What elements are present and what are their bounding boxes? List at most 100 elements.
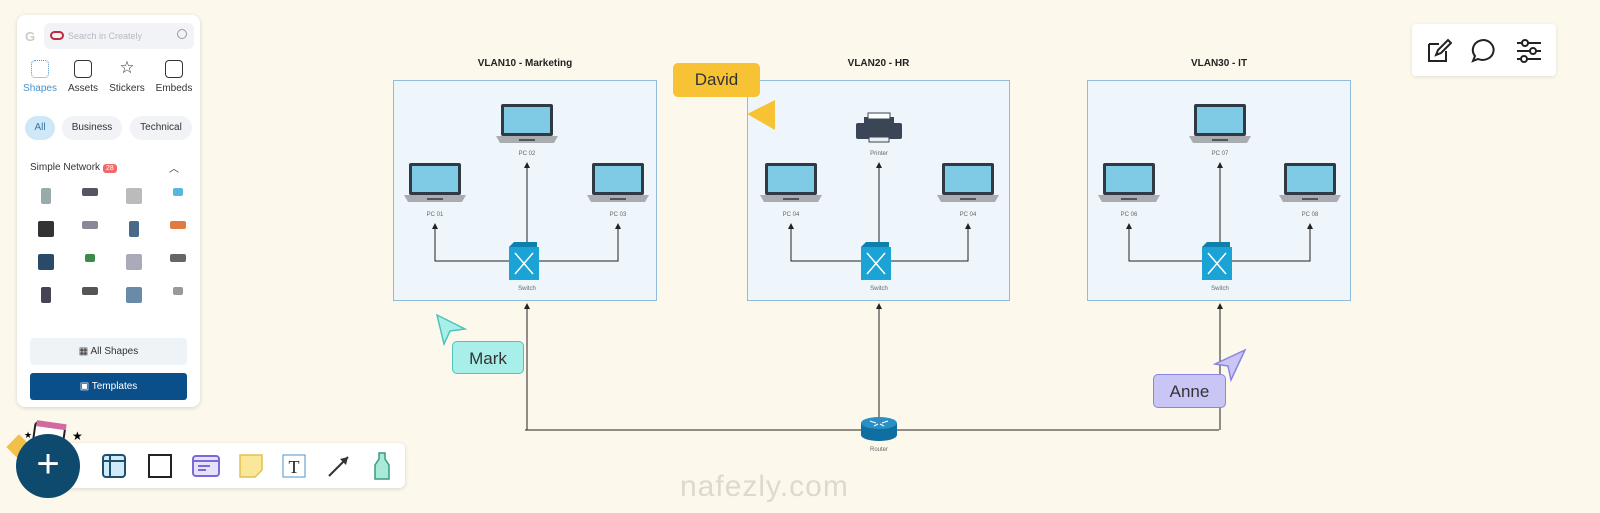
search-input[interactable]: Search in Creately — [44, 23, 194, 49]
vlan-title: VLAN10 - Marketing — [477, 58, 573, 69]
image-icon — [74, 60, 92, 78]
highlighter-icon[interactable] — [371, 451, 393, 481]
google-icon: G — [25, 29, 36, 44]
device-label: Switch — [1211, 286, 1229, 292]
connector-line[interactable] — [1232, 223, 1313, 262]
tab-assets[interactable]: Assets — [63, 60, 103, 94]
router-icon[interactable] — [861, 417, 897, 441]
network-shape-icon[interactable] — [123, 188, 145, 206]
network-shape-icon[interactable] — [123, 287, 145, 305]
network-shape-icon[interactable] — [79, 287, 101, 305]
device-label: PC 04 — [783, 212, 800, 218]
code-icon — [165, 60, 183, 78]
rectangle-icon[interactable] — [147, 453, 173, 479]
section-title: Simple Network — [30, 162, 101, 173]
right-toolbar — [1412, 24, 1556, 76]
cursor-arrow-icon — [1213, 348, 1247, 382]
laptop-icon[interactable] — [496, 104, 558, 143]
cursor-arrow-icon — [747, 100, 775, 130]
shapes-panel: G Search in Creately Shapes Assets ☆ Stic… — [17, 15, 200, 407]
settings-sliders-icon[interactable] — [1516, 38, 1542, 64]
network-shape-icon[interactable] — [35, 221, 57, 239]
connector-arrow-icon[interactable] — [326, 453, 352, 479]
network-shape-icon[interactable] — [167, 287, 189, 305]
device-label: PC 02 — [519, 151, 536, 157]
network-shape-icon[interactable] — [123, 254, 145, 272]
tab-label: Embeds — [155, 83, 193, 94]
tab-label: Assets — [67, 83, 98, 94]
tab-embeds[interactable]: Embeds — [154, 60, 194, 94]
cursor-label-anne: Anne — [1153, 374, 1226, 408]
all-shapes-button[interactable]: ▦ All Shapes — [30, 338, 187, 365]
network-shape-icon[interactable] — [35, 254, 57, 272]
laptop-icon[interactable] — [1279, 163, 1341, 202]
text-icon[interactable]: T — [280, 452, 308, 480]
filter-all[interactable]: All — [25, 116, 55, 140]
device-label: PC 08 — [1302, 212, 1319, 218]
filter-technical[interactable]: Technical — [130, 116, 192, 140]
laptop-icon[interactable] — [937, 163, 999, 202]
switch-icon[interactable] — [509, 242, 539, 280]
tab-stickers[interactable]: ☆ Stickers — [107, 58, 147, 94]
device-label: PC 01 — [427, 212, 444, 218]
template-icon: ▣ — [79, 381, 92, 392]
all-shapes-label: All Shapes — [90, 346, 139, 357]
network-shape-icon[interactable] — [79, 188, 101, 206]
watermark: nafezly.com — [680, 470, 849, 503]
connector-line[interactable] — [788, 223, 861, 262]
svg-text:★: ★ — [24, 430, 32, 440]
device-label: Switch — [870, 286, 888, 292]
laptop-icon[interactable] — [587, 163, 649, 202]
tab-label: Shapes — [23, 83, 57, 94]
connector-line[interactable] — [891, 223, 971, 262]
search-icon[interactable] — [177, 29, 187, 39]
star-icon: ☆ — [119, 58, 135, 77]
connector-line[interactable] — [1126, 223, 1202, 262]
laptop-icon[interactable] — [404, 163, 466, 202]
device-label: Printer — [870, 151, 888, 157]
creately-logo-icon — [50, 31, 64, 40]
sticky-note-icon[interactable] — [238, 453, 264, 479]
laptop-icon[interactable] — [760, 163, 822, 202]
cursor-arrow-icon — [435, 313, 468, 346]
grid-icon: ▦ — [78, 346, 91, 357]
tab-label: Stickers — [109, 83, 145, 94]
network-shape-icon[interactable] — [167, 188, 189, 206]
card-icon[interactable] — [192, 453, 220, 479]
bottom-toolbar: T — [60, 443, 405, 488]
add-button[interactable]: + — [16, 434, 80, 498]
templates-button[interactable]: ▣ Templates — [30, 373, 187, 400]
switch-icon[interactable] — [861, 242, 891, 280]
laptop-icon[interactable] — [1189, 104, 1251, 143]
network-shape-icon[interactable] — [123, 221, 145, 239]
switch-icon[interactable] — [1202, 242, 1232, 280]
frame-icon[interactable] — [101, 453, 127, 479]
network-shape-icon[interactable] — [35, 287, 57, 305]
search-placeholder: Search in Creately — [68, 31, 143, 41]
chevron-up-icon[interactable]: ︿ — [169, 164, 179, 175]
filter-business[interactable]: Business — [62, 116, 122, 140]
network-shape-icon[interactable] — [35, 188, 57, 206]
network-shape-icon[interactable] — [167, 254, 189, 272]
device-label: Router — [870, 447, 888, 453]
printer-icon[interactable] — [856, 112, 902, 143]
svg-text:★: ★ — [72, 429, 83, 443]
vlan-title: VLAN20 - HR — [847, 58, 910, 69]
connector-line[interactable] — [432, 223, 509, 262]
templates-label: Templates — [91, 381, 138, 392]
count-badge: 28 — [103, 164, 117, 173]
device-label: PC 03 — [610, 212, 627, 218]
comment-icon[interactable] — [1471, 38, 1497, 64]
device-label: PC 04 — [960, 212, 977, 218]
edit-icon[interactable] — [1426, 38, 1452, 64]
device-label: PC 07 — [1212, 151, 1229, 157]
connector-line[interactable] — [539, 223, 621, 262]
device-label: PC 06 — [1121, 212, 1138, 218]
laptop-icon[interactable] — [1098, 163, 1160, 202]
network-shape-icon[interactable] — [79, 221, 101, 239]
network-shape-icon[interactable] — [167, 221, 189, 239]
device-label: Switch — [518, 286, 536, 292]
tab-shapes[interactable]: Shapes — [20, 60, 60, 94]
network-shape-icon[interactable] — [79, 254, 101, 272]
